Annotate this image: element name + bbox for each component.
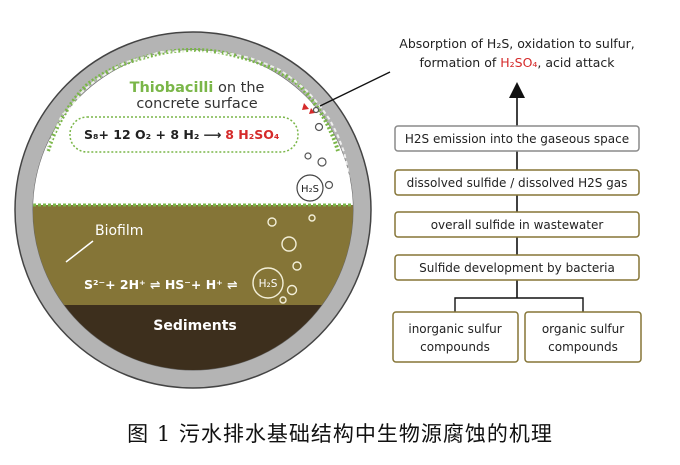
- biofilm-pointer: [65, 240, 94, 263]
- thiobacilli-label: Thiobacilli on the: [130, 80, 265, 96]
- step-label-overall-sulfide: overall sulfide in wastewater: [431, 218, 604, 232]
- source-label-organic-2: compounds: [548, 340, 618, 354]
- step-label-dissolved-sulfide: dissolved sulfide / dissolved H2S gas: [407, 176, 628, 190]
- figure-caption: 图 1 污水排水基础结构中生物源腐蚀的机理: [127, 422, 553, 446]
- sediments-label: Sediments: [153, 318, 236, 334]
- step-box-h2s-emission: [394, 125, 640, 152]
- oxidation-equation: S₈+ 12 O₂ + 8 H₂⟶8 H₂SO₄: [84, 127, 279, 142]
- annotation-line-1: Absorption of H₂S, oxidation to sulfur,: [399, 36, 634, 51]
- annotation-pointer: [319, 71, 391, 107]
- liquid-bubbles: [267, 214, 316, 304]
- h2s-liquid-label: H₂S: [259, 278, 278, 290]
- step-box-sulfide-development: [394, 254, 640, 281]
- h2s-liquid-bubble: [252, 267, 284, 299]
- pipe-cross-section: Thiobacilli on the concrete surface S₈+ …: [14, 31, 372, 389]
- gas-bubbles: [304, 106, 334, 190]
- wastewater-layer: [33, 205, 353, 305]
- oxidation-equation-box: [69, 116, 299, 153]
- acid-drops-icon: [302, 103, 315, 114]
- annotation-line-2: formation of H₂SO₄, acid attack: [419, 55, 615, 70]
- source-label-organic-1: organic sulfur: [542, 322, 624, 336]
- sulfide-flow-chart: Absorption of H₂S, oxidation to sulfur, …: [392, 36, 642, 363]
- step-box-overall-sulfide: [394, 211, 640, 238]
- sulfide-equilibrium-equation: S²⁻+ 2H⁺ ⇌ HS⁻+ H⁺ ⇌: [84, 277, 238, 292]
- source-box-inorganic: [392, 311, 519, 363]
- source-branch-connector: [454, 297, 584, 312]
- biofilm-label: Biofilm: [95, 223, 143, 239]
- step-label-sulfide-development: Sulfide development by bacteria: [419, 261, 615, 275]
- crown-biofilm: [46, 47, 340, 152]
- h2s-gas-label: H₂S: [301, 184, 319, 195]
- corroded-concrete-edge: [39, 49, 351, 189]
- source-label-inorganic-2: compounds: [420, 340, 490, 354]
- h2s-gas-bubble: [296, 174, 324, 202]
- concrete-surface-label: concrete surface: [136, 96, 257, 112]
- step-box-dissolved-sulfide: [394, 169, 640, 196]
- source-label-inorganic-1: inorganic sulfur: [408, 322, 501, 336]
- step-label-h2s-emission: H2S emission into the gaseous space: [405, 132, 629, 146]
- source-box-organic: [524, 311, 642, 363]
